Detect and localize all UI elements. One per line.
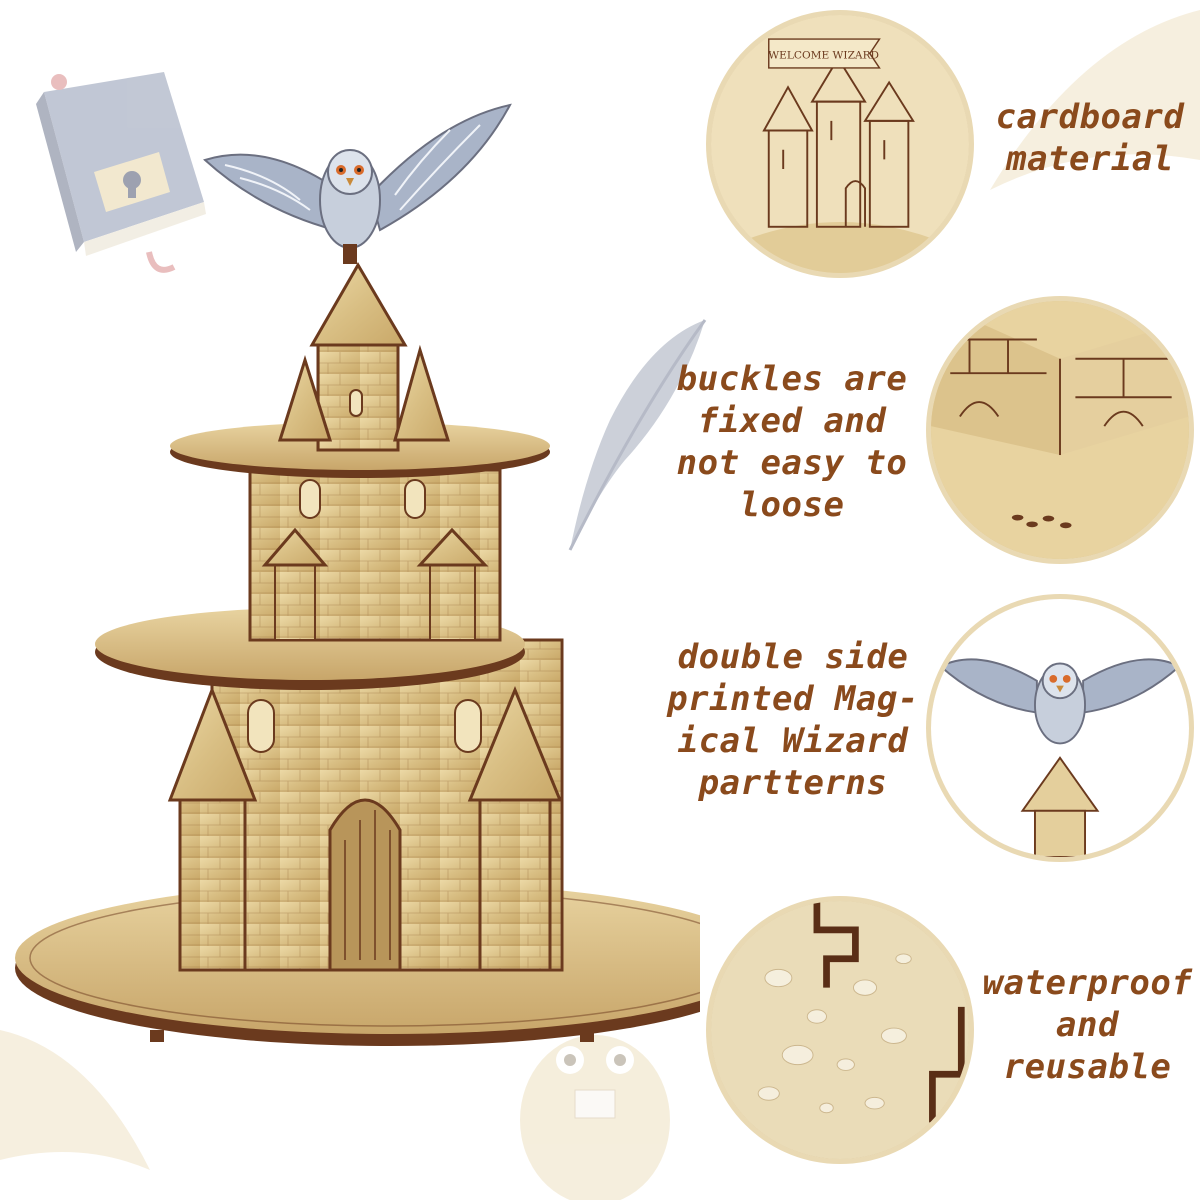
feature-text-material: cardboard material xyxy=(995,97,1185,179)
feature-text-buckles: buckles are fixed and not easy to loose xyxy=(676,359,908,525)
castle-cupcake-stand xyxy=(15,103,700,1046)
feature-image-printing xyxy=(926,594,1194,862)
quill-feather-icon xyxy=(568,319,707,551)
owl-decoration-icon xyxy=(520,1035,670,1200)
feature-text-printing: double side printed Mag- ical Wizard par… xyxy=(667,637,919,803)
feature-image-waterproof xyxy=(706,896,974,1164)
feature-image-material: WELCOME WIZARD xyxy=(706,10,974,278)
closeup-banner-text: WELCOME WIZARD xyxy=(768,49,879,61)
owl-topper-icon xyxy=(203,103,512,264)
owl-wing-decoration xyxy=(990,10,1200,190)
owl-wing-decoration xyxy=(0,1030,150,1170)
feature-image-buckles xyxy=(926,296,1194,564)
spellbook-icon xyxy=(36,72,206,273)
feature-text-waterproof: waterproof and reusable xyxy=(982,963,1193,1087)
